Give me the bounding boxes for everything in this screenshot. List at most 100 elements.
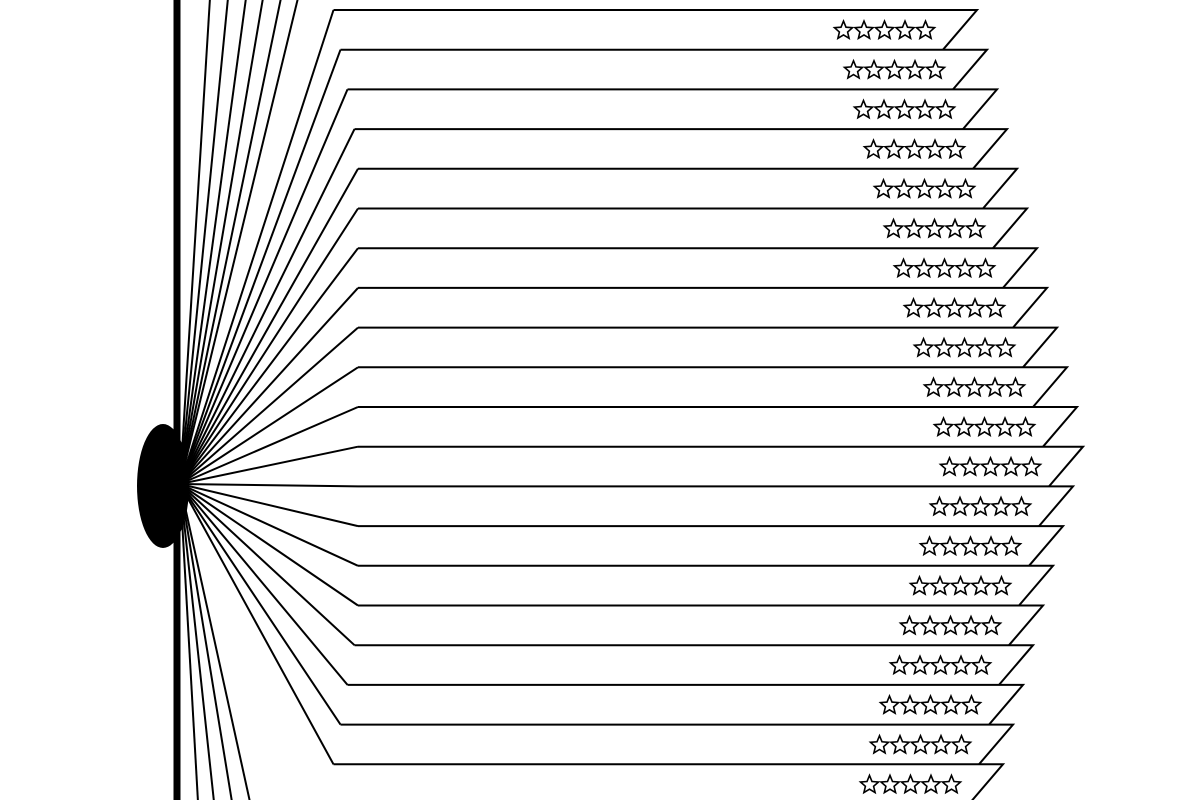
row-band-0 [333, 9, 980, 51]
ray-line-19 [179, 483, 335, 765]
ray-line-9 [179, 366, 359, 485]
star-outline-icon [934, 177, 956, 199]
star-outline-icon [949, 495, 971, 517]
star-outline-icon [924, 138, 946, 160]
row-band-8 [358, 326, 1060, 368]
star-outline-icon [892, 257, 915, 279]
star-outline-icon [893, 98, 916, 120]
star-outline-icon [980, 614, 1003, 636]
star-outline-icon [934, 98, 957, 120]
ray-line-top-2 [179, 0, 247, 485]
ray-line-3 [179, 128, 356, 485]
star-outline-icon [902, 296, 925, 318]
ray-line-4 [179, 168, 359, 485]
star-outline-icon [939, 535, 961, 557]
row-band-4 [358, 167, 1020, 210]
ray-line-bottom-2 [179, 483, 215, 800]
star-outline-icon [909, 733, 932, 755]
star-outline-icon [888, 654, 911, 676]
star-outline-icon [922, 376, 945, 398]
ray-line-15 [179, 483, 359, 607]
star-outline-icon [919, 693, 942, 715]
ray-line-top-4 [179, 0, 282, 485]
star-outline-icon [1000, 455, 1022, 477]
star-outline-icon [842, 58, 865, 80]
ray-line-bottom-1 [179, 483, 233, 800]
star-outline-icon [933, 257, 956, 279]
star-outline-icon [882, 217, 905, 239]
row-band-5 [358, 207, 1030, 249]
star-outline-icon [970, 574, 992, 596]
row-band-10 [358, 406, 1080, 448]
star-outline-icon [909, 654, 931, 676]
star-outline-icon [879, 773, 901, 795]
ray-line-bottom-0 [179, 483, 251, 800]
star-outline-icon [913, 177, 936, 199]
star-outline-icon [912, 336, 935, 358]
star-outline-icon [990, 495, 1012, 517]
star-outline-icon [903, 138, 926, 160]
row-band-2 [347, 88, 1000, 130]
star-outline-icon [953, 415, 975, 437]
ray-line-top-5 [179, 0, 299, 485]
star-outline-icon [944, 217, 966, 239]
star-outline-icon [1010, 495, 1033, 517]
star-outline-icon [872, 177, 895, 199]
star-outline-icon [904, 58, 926, 80]
star-outline-icon [913, 257, 935, 279]
star-outline-icon [954, 177, 977, 199]
star-outline-icon [919, 614, 941, 636]
row-band-19 [333, 763, 1006, 800]
star-outline-icon [883, 58, 906, 80]
star-outline-icon [914, 18, 937, 40]
ray-line-5 [179, 207, 359, 485]
star-outline-icon [858, 773, 881, 795]
row-band-16 [354, 644, 1036, 686]
ray-line-bottom-3 [179, 483, 199, 800]
star-outline-icon [960, 614, 982, 636]
star-outline-icon [959, 535, 982, 557]
star-outline-icon [974, 336, 996, 358]
star-outline-icon [924, 58, 947, 80]
star-outline-icon [959, 455, 981, 477]
star-outline-icon [929, 574, 951, 596]
star-outline-icon [943, 296, 966, 318]
star-outline-icon [863, 58, 885, 80]
star-outline-icon [1014, 415, 1037, 437]
ray-line-0 [179, 9, 335, 485]
star-outline-icon [933, 336, 955, 358]
star-outline-icon [883, 138, 905, 160]
star-outline-icon [928, 495, 951, 517]
star-rows [333, 9, 1086, 800]
star-outline-icon [984, 296, 1007, 318]
ray-line-6 [179, 247, 359, 485]
star-outline-icon [923, 296, 945, 318]
star-outline-icon [943, 376, 965, 398]
star-outline-icon [899, 773, 922, 795]
star-outline-icon [932, 415, 955, 437]
star-outline-icon [1020, 455, 1043, 477]
star-outline-icon [963, 376, 986, 398]
star-outline-icon [980, 535, 1002, 557]
row-band-12 [358, 485, 1076, 527]
ray-line-1 [179, 49, 342, 485]
star-outline-icon [994, 336, 1017, 358]
star-outline-icon [964, 217, 987, 239]
star-outline-icon [990, 574, 1013, 596]
row-band-1 [340, 48, 990, 91]
row-band-17 [347, 683, 1026, 726]
star-outline-icon [949, 574, 972, 596]
star-outline-icon [914, 98, 936, 120]
star-outline-icon [1004, 376, 1027, 398]
star-outline-icon [918, 535, 941, 557]
ray-line-12 [179, 483, 359, 488]
star-outline-icon [939, 614, 962, 636]
star-outline-icon [852, 98, 875, 120]
star-outline-icon [950, 733, 973, 755]
star-outline-icon [979, 455, 1002, 477]
star-outline-icon [969, 495, 992, 517]
star-outline-icon [862, 138, 885, 160]
row-band-14 [358, 564, 1056, 607]
